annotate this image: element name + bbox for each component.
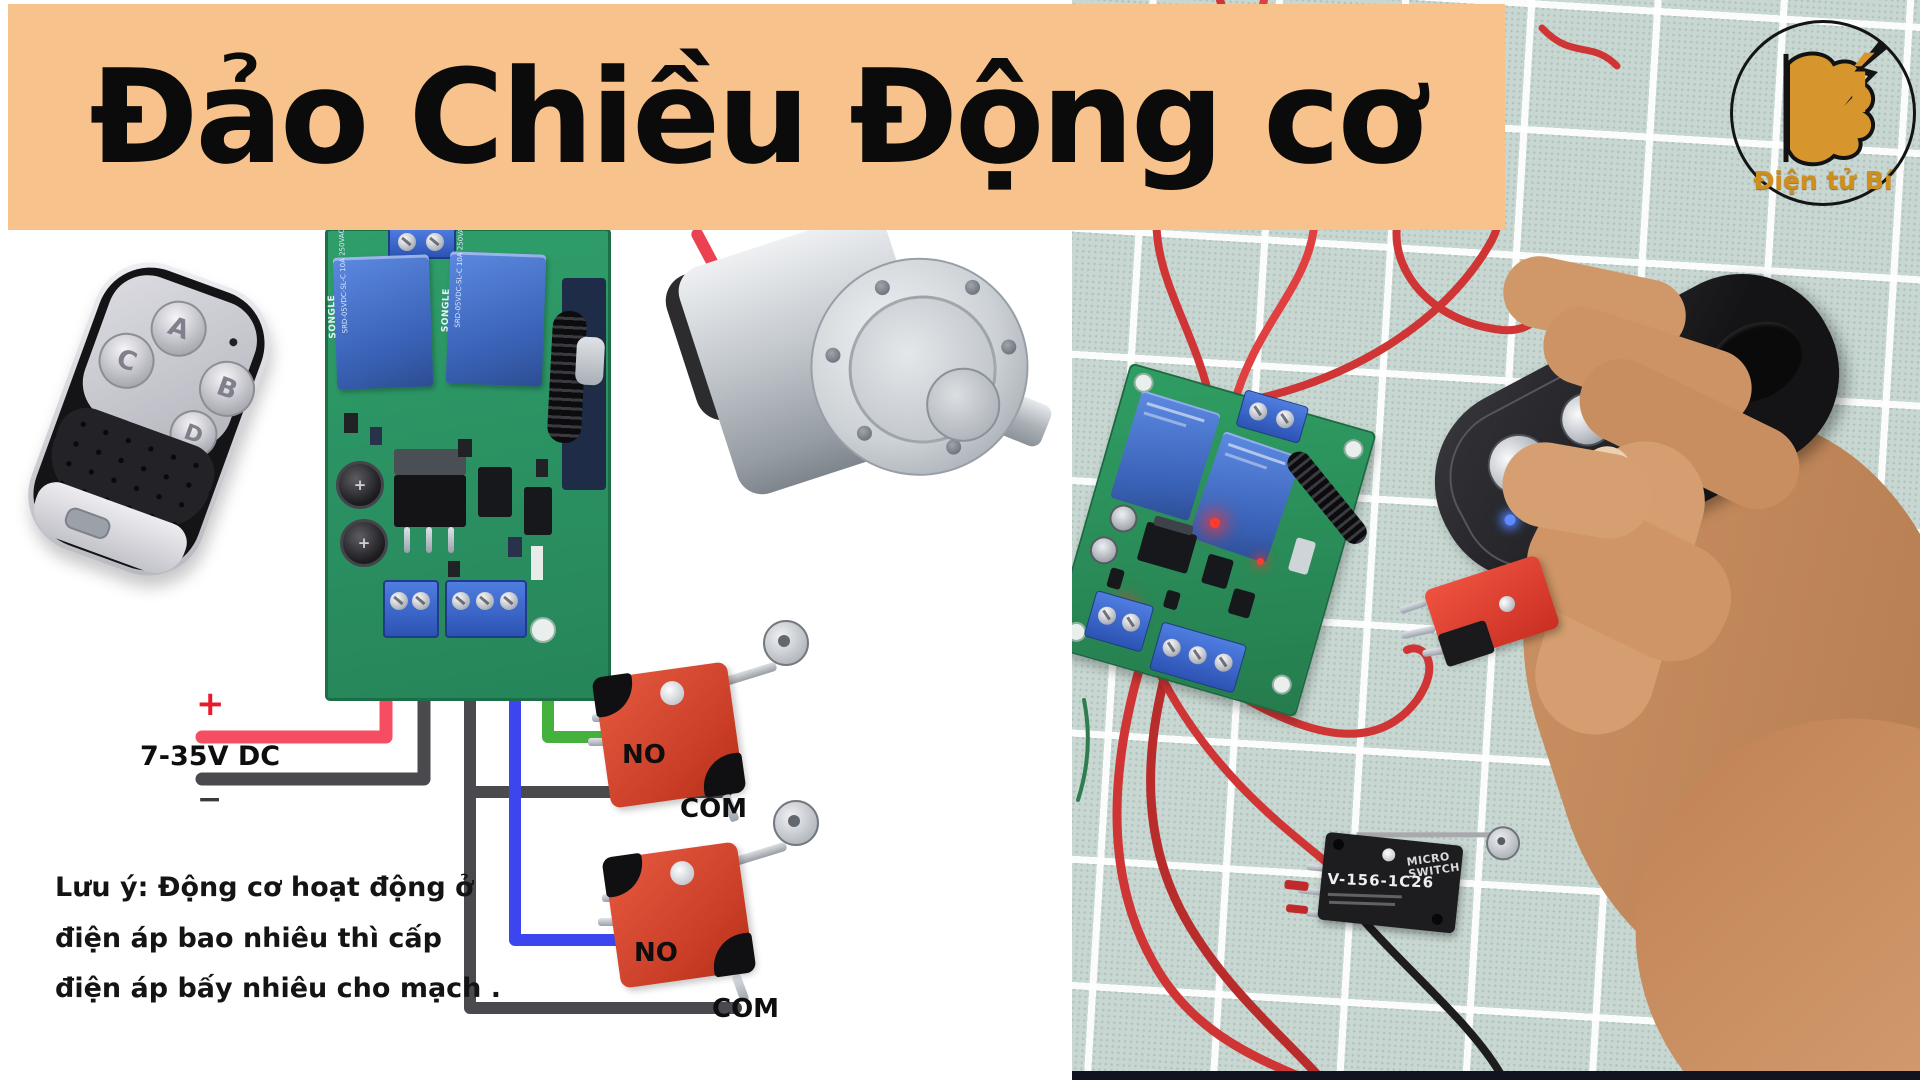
switch-body xyxy=(603,841,755,989)
switch-body xyxy=(593,661,745,809)
micro-switch-lower xyxy=(598,798,823,1008)
power-label: 7-35V DC xyxy=(140,741,281,772)
switch-body: MICRO SWITCH V-156-1C26 xyxy=(1317,831,1464,934)
capacitor: + xyxy=(340,519,388,567)
ic-chip xyxy=(1200,553,1235,590)
logo-caption: Điện tử Bí xyxy=(1753,166,1893,195)
component xyxy=(458,439,472,457)
remote-fob: A B C D xyxy=(11,245,287,593)
micro-switch-upper xyxy=(588,618,813,828)
capacitor: + xyxy=(336,461,384,509)
mount-hole xyxy=(1269,672,1295,697)
fob-slider xyxy=(62,505,114,542)
micro-switch-model: V-156-1C26 xyxy=(1327,869,1435,892)
component xyxy=(370,427,382,445)
crystal-can xyxy=(574,336,606,386)
component xyxy=(1162,589,1182,611)
component xyxy=(508,537,522,557)
board-top-terminal xyxy=(388,227,456,259)
mount-hole xyxy=(1341,436,1366,462)
minus-label: − xyxy=(197,782,223,817)
receiver-part xyxy=(1287,537,1317,576)
bottom-bar xyxy=(1072,1071,1920,1080)
voltage-regulator xyxy=(394,475,466,527)
status-led xyxy=(1256,557,1265,566)
note-line-3: điện áp bấy nhiêu cho mạch . xyxy=(55,973,502,1004)
relay-1: SONGLE SRD-05VDC-SL-C 10A 250VAC xyxy=(327,228,434,390)
optocoupler xyxy=(524,487,552,535)
ic-chip xyxy=(1227,587,1256,619)
relay-model: SRD-05VDC-SL-C 10A 250VAC xyxy=(337,228,350,334)
regulator-tab xyxy=(394,449,466,475)
title-banner: Đảo Chiều Động cơ xyxy=(8,4,1505,230)
optocoupler xyxy=(478,467,512,517)
channel-logo-badge: í Điện tử Bí xyxy=(1730,20,1916,206)
plus-label: + xyxy=(196,684,225,724)
relay-board: SONGLE SRD-05VDC-SL-C 10A 250VAC SONGLE … xyxy=(325,223,611,701)
silkscreen-label xyxy=(531,546,543,580)
component xyxy=(344,413,358,433)
switch-roller xyxy=(763,620,809,666)
com-label-2: COM xyxy=(712,994,780,1024)
switch-roller xyxy=(773,800,819,846)
note-line-1: Lưu ý: Động cơ hoạt động ở xyxy=(55,872,474,903)
mount-hole xyxy=(530,617,556,643)
photo-terminal-bottom-left xyxy=(1083,589,1155,653)
antenna-coil-icon xyxy=(1282,446,1372,549)
fob-led-hole xyxy=(228,337,239,348)
switch-roller xyxy=(1484,824,1522,862)
output-terminal-block xyxy=(445,580,527,638)
note-line-2: điện áp bao nhiêu thì cấp xyxy=(55,923,442,954)
black-micro-switch: MICRO SWITCH V-156-1C26 xyxy=(1284,808,1527,948)
power-terminal-block xyxy=(383,580,439,638)
component xyxy=(448,561,460,577)
no-label-1: NO xyxy=(622,740,666,770)
gear-motor xyxy=(658,207,1055,517)
logo-letter: í xyxy=(1846,44,1872,130)
component xyxy=(536,459,548,477)
com-label-1: COM xyxy=(680,794,748,824)
page-title: Đảo Chiều Động cơ xyxy=(89,41,1426,193)
relay-brand: SONGLE xyxy=(440,288,453,333)
capacitor xyxy=(1106,501,1141,536)
relay-2: SONGLE SRD-05VDC-SL-C 10A 250VAC xyxy=(440,223,547,387)
relay-brand: SONGLE xyxy=(326,294,339,339)
component xyxy=(1106,567,1126,591)
no-label-2: NO xyxy=(634,938,678,968)
logo-circle xyxy=(1730,20,1916,206)
capacitor xyxy=(1086,533,1122,568)
